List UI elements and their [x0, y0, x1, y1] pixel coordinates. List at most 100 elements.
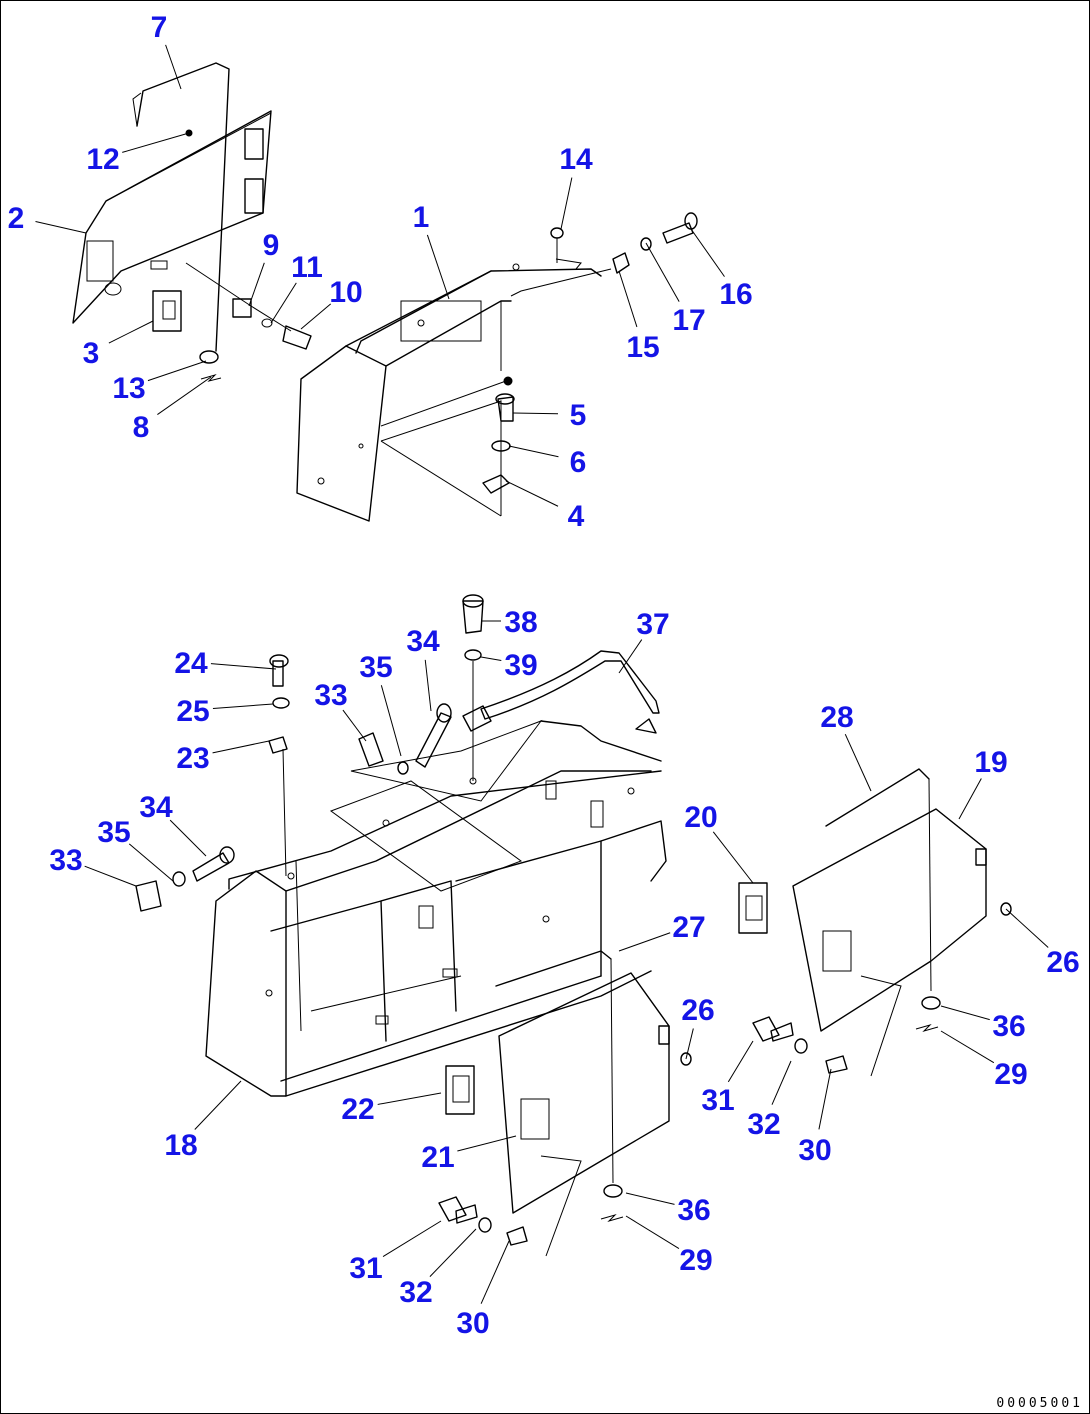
callout-37: 37: [636, 608, 669, 641]
callout-36: 36: [677, 1194, 710, 1227]
callout-31: 31: [701, 1084, 734, 1117]
callout-14: 14: [559, 143, 593, 176]
leader-line-27: [618, 932, 671, 952]
callout-20: 20: [684, 801, 717, 834]
callout-13: 13: [112, 372, 145, 405]
leader-line-1: [426, 234, 450, 300]
callout-24: 24: [174, 647, 208, 680]
leader-line-33: [342, 709, 367, 742]
callout-16: 16: [719, 278, 752, 311]
callout-2: 2: [8, 202, 25, 235]
callout-29: 29: [994, 1058, 1027, 1091]
callout-7: 7: [151, 11, 168, 44]
latch-assembly-upper: [152, 129, 312, 382]
leader-line-4: [505, 480, 559, 507]
callout-15: 15: [626, 331, 659, 364]
callout-34: 34: [139, 791, 173, 824]
callout-32: 32: [747, 1108, 780, 1141]
leader-line-29: [940, 1030, 995, 1064]
leader-line-29: [625, 1215, 680, 1249]
callout-11: 11: [291, 251, 323, 284]
callout-30: 30: [798, 1134, 831, 1167]
lower-main-frame: [205, 719, 667, 1097]
leader-line-25: [212, 703, 274, 710]
leader-line-39: [480, 656, 502, 662]
callout-labels: 7122313891110114161715564242523333534383…: [8, 11, 1080, 1340]
callout-9: 9: [263, 229, 280, 262]
leader-line-26: [1005, 908, 1049, 948]
handle-rod: [132, 62, 230, 352]
right-door-panel: [738, 768, 1012, 1077]
upper-cover-panel: [72, 110, 272, 324]
leader-line-19: [958, 778, 982, 820]
leader-line-14: [560, 177, 573, 230]
callout-12: 12: [86, 143, 119, 176]
leader-line-32: [429, 1228, 477, 1277]
callout-39: 39: [504, 649, 537, 682]
leader-line-9: [248, 262, 265, 307]
callout-21: 21: [421, 1141, 454, 1174]
callout-27: 27: [672, 911, 705, 944]
upper-frame-fasteners: [482, 212, 698, 494]
callout-19: 19: [974, 746, 1007, 779]
leader-line-5: [512, 412, 559, 415]
callout-23: 23: [176, 742, 209, 775]
leader-line-20: [712, 831, 754, 884]
callout-5: 5: [570, 399, 587, 432]
leader-line-13: [147, 360, 207, 382]
leader-line-21: [457, 1135, 517, 1152]
callout-25: 25: [176, 695, 209, 728]
callout-33: 33: [314, 679, 347, 712]
leader-line-24: [210, 663, 277, 670]
callout-35: 35: [359, 651, 392, 684]
lower-frame-fasteners: [135, 594, 492, 912]
leader-line-7: [165, 44, 182, 90]
callout-34: 34: [406, 625, 440, 658]
leader-line-22: [377, 1092, 442, 1105]
leader-line-18: [194, 1080, 242, 1130]
leader-line-17: [645, 242, 680, 302]
callout-36: 36: [992, 1010, 1025, 1043]
callout-17: 17: [672, 304, 705, 337]
callout-35: 35: [97, 816, 130, 849]
leader-line-31: [382, 1220, 442, 1257]
leader-line-15: [618, 270, 638, 328]
callout-29: 29: [679, 1244, 712, 1277]
callout-38: 38: [504, 606, 537, 639]
callout-10: 10: [329, 276, 362, 309]
leader-line-34: [169, 819, 207, 857]
leader-line-11: [270, 282, 297, 324]
leader-line-10: [300, 303, 332, 330]
leader-line-31: [727, 1040, 754, 1083]
leader-line-37: [618, 639, 643, 674]
drawing-code: 00005001: [996, 1396, 1083, 1411]
callout-26: 26: [1046, 946, 1079, 979]
leader-line-35: [128, 843, 174, 882]
callout-3: 3: [83, 337, 100, 370]
callout-26: 26: [681, 994, 714, 1027]
callout-32: 32: [399, 1276, 432, 1309]
leader-line-16: [690, 228, 725, 277]
leader-line-35: [380, 685, 402, 757]
leader-line-26: [685, 1028, 694, 1060]
leader-line-3: [108, 320, 154, 344]
leader-line-12: [122, 132, 190, 153]
leader-line-28: [844, 734, 872, 792]
lower-handle-rod: [480, 650, 660, 734]
leader-line-2: [35, 220, 87, 234]
leader-line-8: [157, 376, 212, 415]
callout-22: 22: [341, 1093, 374, 1126]
leader-line-36: [625, 1192, 675, 1205]
callout-31: 31: [349, 1252, 382, 1285]
leader-line-30: [480, 1240, 510, 1304]
callout-30: 30: [456, 1307, 489, 1340]
leader-line-34: [424, 659, 432, 712]
lower-door-panel: [438, 950, 692, 1257]
leader-line-6: [508, 445, 559, 458]
leader-line-32: [771, 1060, 792, 1105]
callout-1: 1: [413, 201, 430, 234]
callout-28: 28: [820, 701, 853, 734]
leader-line-30: [818, 1068, 832, 1130]
